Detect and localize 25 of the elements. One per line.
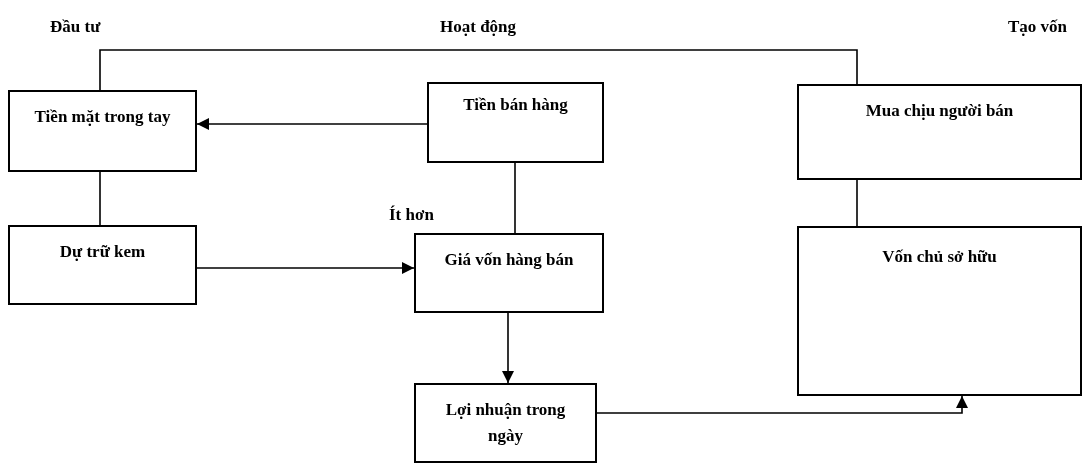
box-text: Dự trữ kem — [58, 241, 147, 263]
process-box — [797, 84, 1082, 180]
column-heading: Đầu tư — [50, 16, 101, 38]
arrow — [596, 395, 968, 414]
column-heading: Hoạt động — [440, 16, 517, 38]
connector-line — [99, 171, 101, 226]
arrow — [196, 118, 428, 130]
process-box — [414, 233, 604, 313]
box-text: Lợi nhuận trong ngày — [444, 399, 567, 448]
box-text: Vốn chủ sở hữu — [881, 246, 998, 268]
box-text: Giá vốn hàng bán — [443, 249, 575, 271]
process-box — [797, 226, 1082, 396]
connector-line — [856, 179, 858, 227]
process-box — [414, 383, 597, 463]
connector-line — [99, 49, 858, 91]
arrow — [502, 312, 514, 384]
box-text: Mua chịu người bán — [864, 100, 1015, 122]
process-box — [8, 90, 197, 172]
arrow — [196, 262, 415, 274]
process-box — [427, 82, 604, 163]
process-box — [8, 225, 197, 305]
column-heading: Tạo vốn — [1008, 16, 1068, 38]
box-text: Tiền bán hàng — [462, 94, 569, 116]
connector-line — [514, 162, 516, 234]
box-text: Tiền mặt trong tay — [33, 106, 172, 128]
